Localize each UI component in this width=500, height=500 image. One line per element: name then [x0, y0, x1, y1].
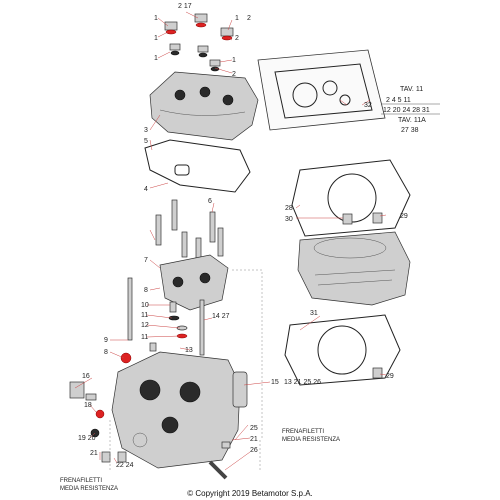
gasket-kit-box: [257, 49, 386, 131]
callout-5: 5: [144, 138, 148, 145]
callout-28: 28: [285, 205, 293, 212]
callout-32: 32: [364, 102, 372, 109]
callout-29: 29: [400, 213, 408, 220]
callout-25: 25: [250, 425, 258, 432]
callout-14-27: 14 27: [212, 313, 230, 320]
note-frenafiletti: FRENAFILETTI: [60, 478, 102, 484]
callout-1: 1: [232, 57, 236, 64]
callout-7: 7: [144, 257, 148, 264]
copyright-text: © Copyright 2019 Betamotor S.p.A.: [187, 489, 313, 498]
callout-15-group: 13 21 25 26: [284, 379, 321, 386]
callout-3: 3: [144, 127, 148, 134]
callout-11: 11: [141, 334, 148, 341]
callout-labels: 1 2 17 1 2 1 2 1 1 2 3 5 4 6 7 8 9 8 10 …: [78, 3, 408, 469]
valve-cover: [149, 71, 259, 141]
callout-30: 30: [285, 216, 293, 223]
callout-16: 16: [82, 373, 90, 380]
callout-1: 1: [235, 15, 239, 22]
leader-lines: [74, 11, 387, 471]
callout-29: 29: [386, 373, 394, 380]
cylinder: [297, 231, 411, 306]
callout-11: 11: [141, 312, 148, 319]
callout-15: 15: [271, 379, 279, 386]
callout-10: 10: [141, 302, 149, 309]
note-media-resistenza: MEDIA RESISTENZA: [60, 486, 118, 492]
callout-1: 1: [154, 55, 158, 62]
kit-row-4: TAV. 11A: [398, 117, 426, 124]
note-media-resistenza: MEDIA RESISTENZA: [282, 437, 340, 443]
kit-reference-table: TAV. 11 2 4 5 11 12 20 24 28 31 TAV. 11A…: [381, 86, 440, 134]
callout-26: 26: [250, 447, 258, 454]
kit-row-3: 12 20 24 28 31: [383, 107, 430, 114]
callout-2: 2: [235, 35, 239, 42]
callout-12: 12: [141, 322, 149, 329]
callout-6: 6: [208, 198, 212, 205]
head-gasket: [291, 159, 411, 237]
callout-2: 2: [232, 71, 236, 78]
cylinder-head: [111, 351, 248, 469]
callout-1: 1: [154, 15, 158, 22]
callout-2-17: 2 17: [178, 3, 192, 10]
studs: [120, 277, 205, 364]
cover-bolts-group: [164, 13, 234, 72]
callout-2: 2: [247, 15, 251, 22]
note-frenafiletti: FRENAFILETTI: [282, 429, 324, 435]
temperature-sensor: [69, 381, 105, 419]
threadlocker-notes: FRENAFILETTI MEDIA RESISTENZA FRENAFILET…: [60, 429, 340, 492]
callout-8: 8: [104, 349, 108, 356]
callout-31: 31: [310, 310, 318, 317]
small-parts: [149, 301, 188, 352]
kit-row-5: 27 38: [401, 127, 419, 134]
callout-19-20: 19 20: [78, 435, 96, 442]
callout-4: 4: [144, 186, 148, 193]
callout-21: 21: [250, 436, 258, 443]
callout-8: 8: [144, 287, 148, 294]
kit-row-1: TAV. 11: [400, 86, 423, 93]
cam-carrier: [159, 254, 229, 311]
base-gasket: [284, 314, 401, 386]
callout-21: 21: [90, 450, 98, 457]
callout-18: 18: [84, 402, 92, 409]
valve-cover-gasket: [144, 139, 251, 193]
kit-row-2: 2 4 5 11: [386, 97, 411, 104]
callout-9: 9: [104, 337, 108, 344]
callout-1: 1: [154, 35, 158, 42]
callout-13: 13: [185, 347, 193, 354]
callout-22-24: 22 24: [116, 462, 134, 469]
head-bolts: [155, 199, 224, 264]
